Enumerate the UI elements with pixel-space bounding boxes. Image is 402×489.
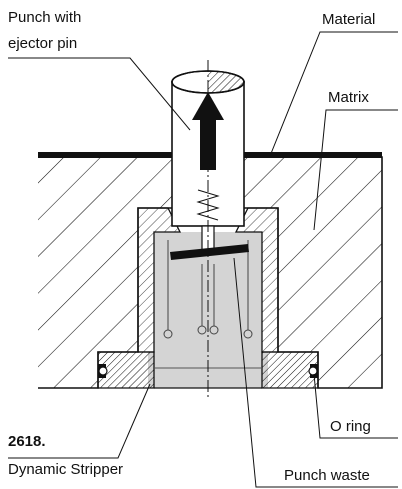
o-ring-right: [308, 364, 318, 378]
label-product-number: 2618.: [8, 433, 46, 450]
label-punch-line1: Punch with: [8, 9, 81, 26]
leader-lines: [8, 31, 398, 488]
label-material: Material: [322, 11, 375, 28]
label-punch-waste: Punch waste: [284, 467, 370, 484]
label-punch-line2: ejector pin: [8, 35, 77, 52]
label-matrix: Matrix: [328, 89, 369, 106]
o-ring-left: [98, 364, 108, 378]
label-o-ring: O ring: [330, 418, 371, 435]
label-product-name: Dynamic Stripper: [8, 461, 123, 478]
punch-waste-slug: [170, 244, 249, 260]
